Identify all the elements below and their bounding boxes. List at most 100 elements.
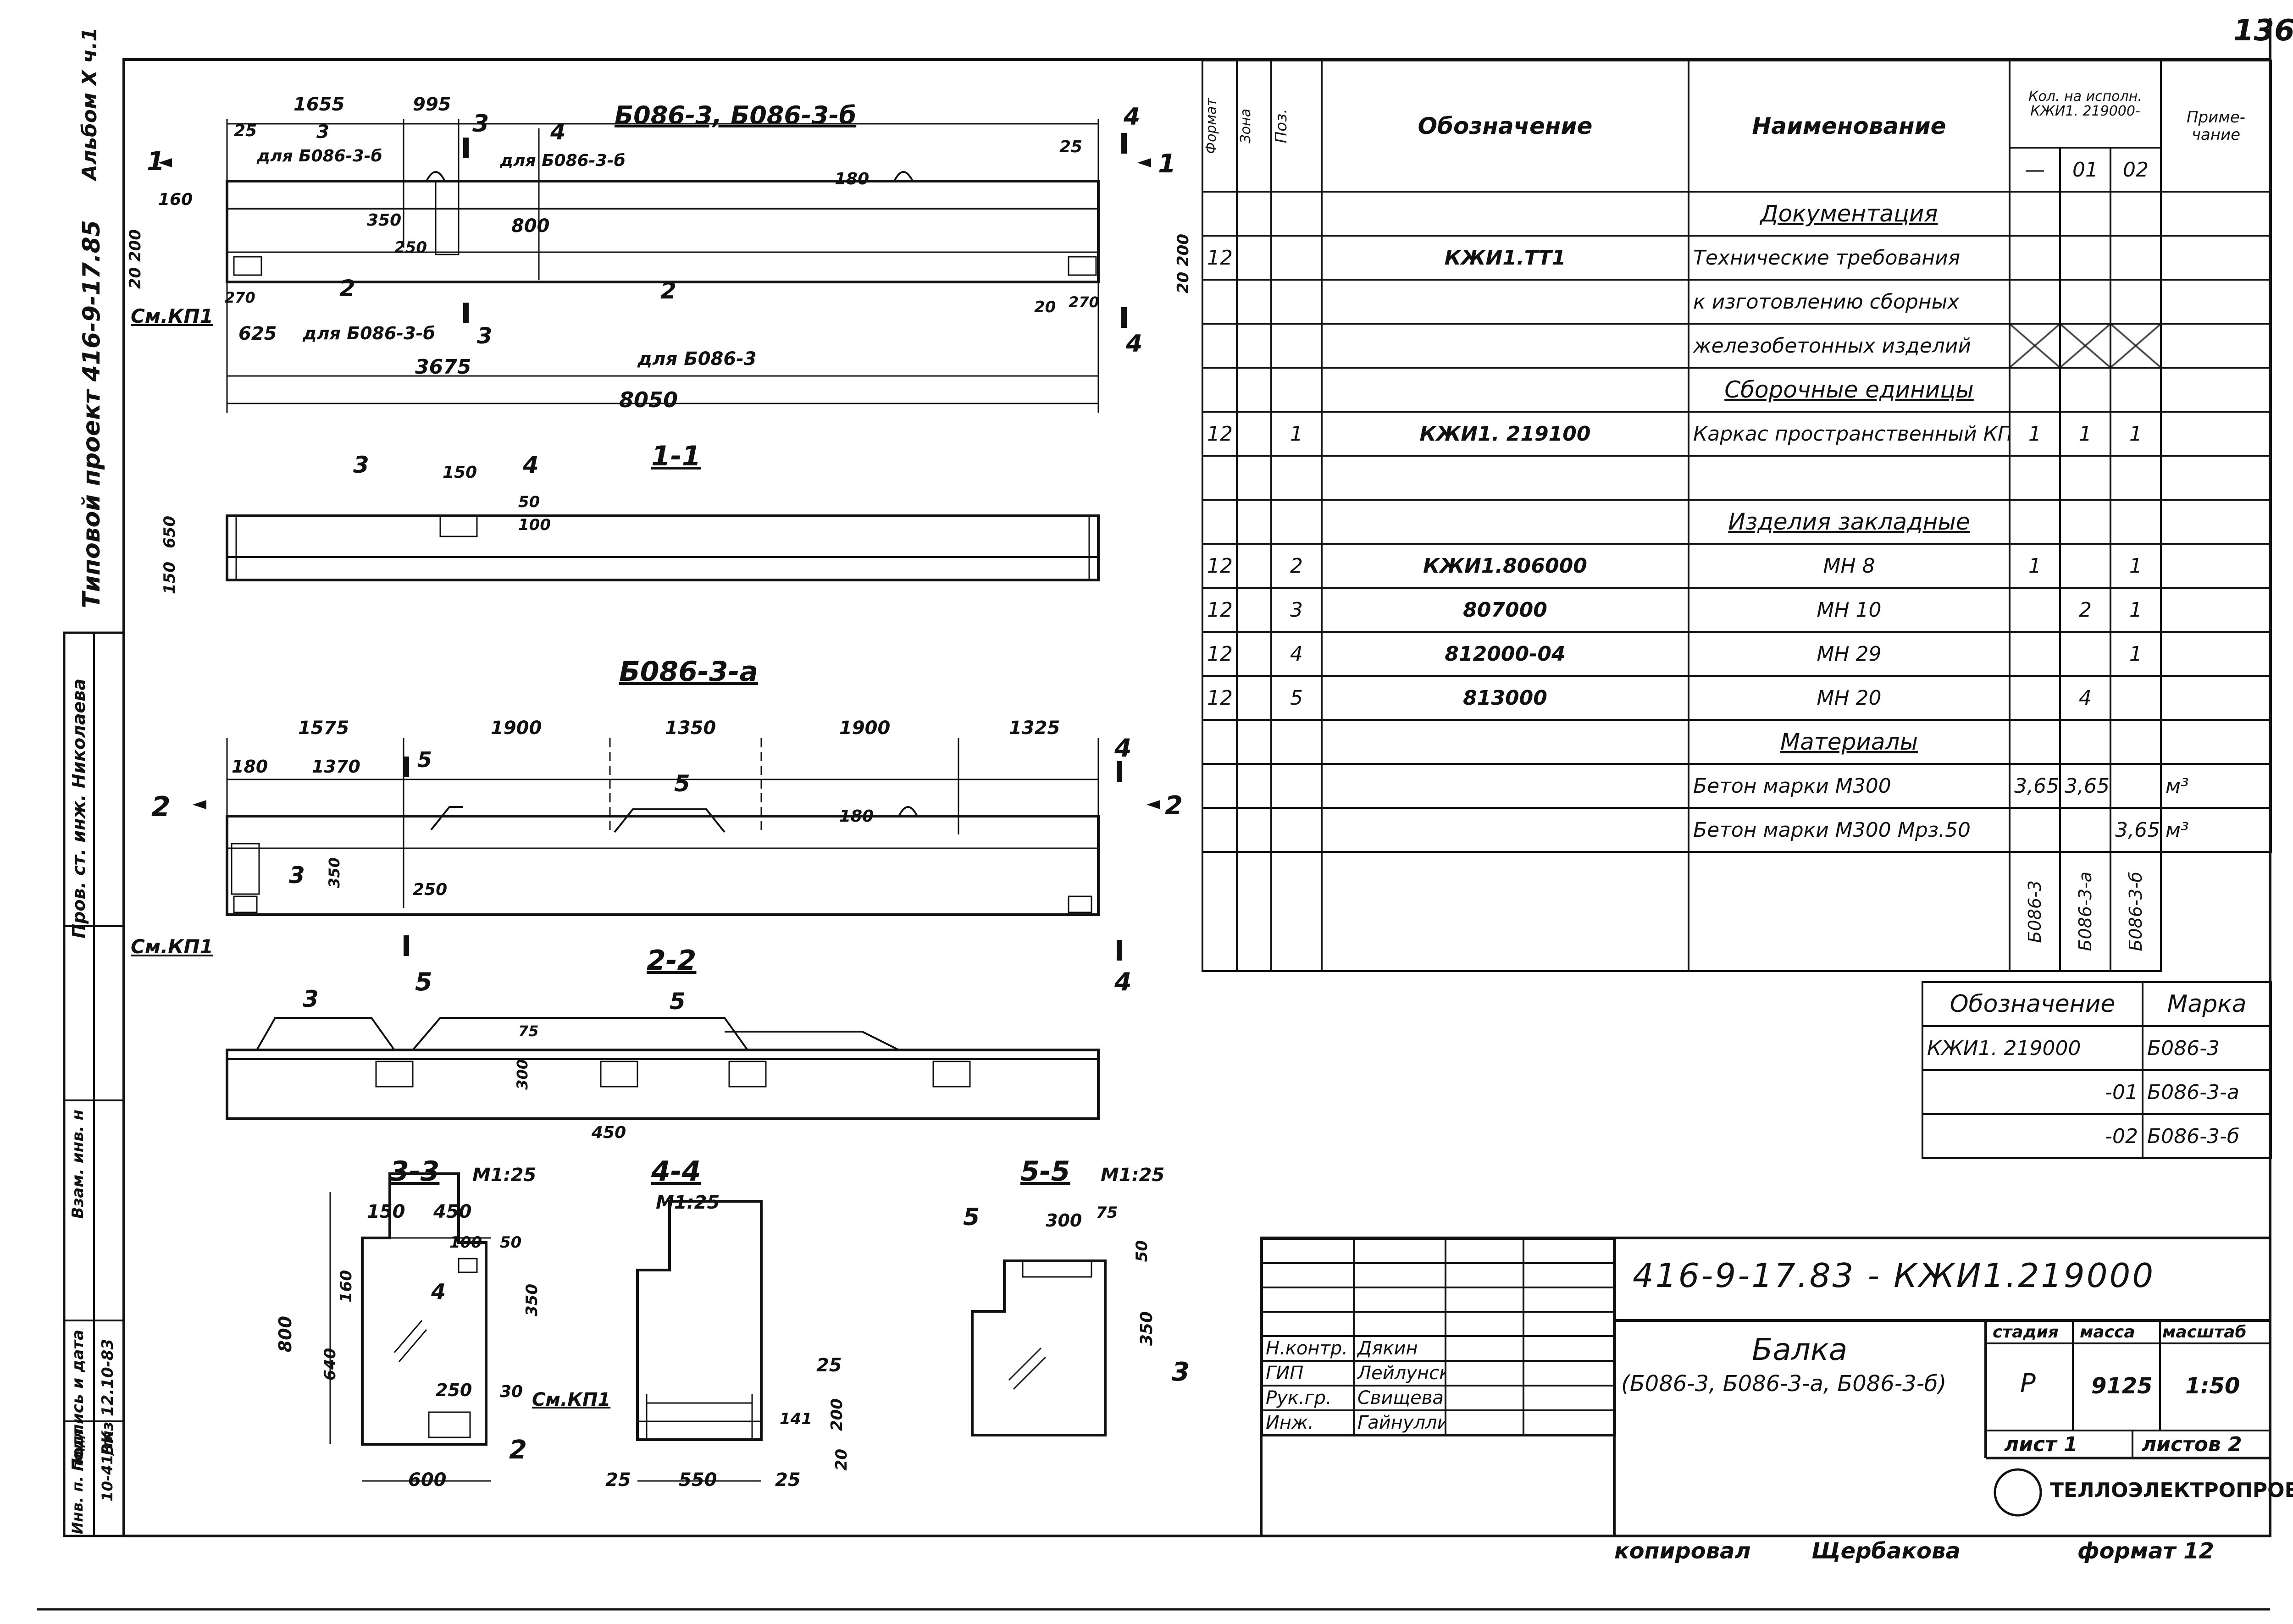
section-5-5-scale: М1:25 <box>1101 1165 1165 1186</box>
spec-qty-02 <box>2109 763 2162 809</box>
spec-format: 12 <box>1202 235 1238 281</box>
spec-qty-02 <box>2109 499 2162 545</box>
pos-2-a: 2 <box>339 275 355 302</box>
stamp-inv-podl-value: 10-41/тп <box>99 1431 116 1502</box>
spec-note <box>2160 235 2272 281</box>
spec-qty-01 <box>2059 807 2111 853</box>
s55-dim-50: 50 <box>1133 1240 1151 1262</box>
spec-format <box>1202 719 1238 765</box>
marks-cell: Б086-3 <box>2142 1025 2272 1071</box>
signature-role: Н.контр. <box>1261 1335 1355 1362</box>
spec-note <box>2160 719 2272 765</box>
s33-dim-350: 350 <box>523 1284 541 1316</box>
b086a-dim-180-left: 180 <box>232 757 268 777</box>
s11-dim-650: 650 <box>161 516 179 548</box>
dim-995: 995 <box>413 94 451 115</box>
cut-mark-3-bottom: 3 <box>477 323 493 349</box>
spec-qty-base: 3,65 <box>2009 763 2061 809</box>
main-beam-elevation <box>226 119 1100 413</box>
hdr-qty-02: 02 <box>2109 147 2162 193</box>
cut-mark-1-left: 1 <box>147 147 165 177</box>
marks-row: -01 Б086-3-а <box>1922 1069 2272 1115</box>
spec-pos <box>1270 719 1323 765</box>
s11-pos-4: 4 <box>523 452 539 478</box>
s11-dim-150-left: 150 <box>161 562 179 594</box>
s44-see-kp1: См.КП1 <box>532 1389 611 1410</box>
hdr-designation: Обозначение <box>1321 60 1689 193</box>
spec-qty-01 <box>2059 367 2111 413</box>
spec-qty-02 <box>2109 719 2162 765</box>
spec-format <box>1202 279 1238 325</box>
section-2-2-view <box>226 1017 1100 1120</box>
spec-pos <box>1270 455 1323 501</box>
sheet-label: лист 1 <box>2004 1433 2078 1456</box>
spec-name: Материалы <box>1688 719 2011 765</box>
item-name-line1: Балка <box>1752 1332 1848 1367</box>
spec-note: м³ <box>2160 807 2272 853</box>
marks-cell: -02 <box>1922 1113 2143 1159</box>
s44-dim-25-top: 25 <box>816 1355 842 1376</box>
spec-designation <box>1321 323 1689 369</box>
spec-qty-02: 1 <box>2109 631 2162 677</box>
spec-zone <box>1236 807 1272 853</box>
s44-dim-141: 141 <box>780 1410 812 1428</box>
s55-dim-350: 350 <box>1137 1311 1156 1346</box>
dim-20-200-right: 20 200 <box>1174 234 1192 294</box>
spec-note <box>2160 543 2272 589</box>
spec-zone <box>1236 719 1272 765</box>
s33-dim-450: 450 <box>433 1201 472 1222</box>
marks-hdr-mark: Марка <box>2142 981 2272 1027</box>
stamp-vzam: Взам. инв. н <box>69 1110 87 1219</box>
spec-zone <box>1236 411 1272 457</box>
spec-name: Каркас пространственный КП1 <box>1688 411 2011 457</box>
s22-dim-300: 300 <box>514 1059 531 1090</box>
spec-name: Сборочные единицы <box>1688 367 2011 413</box>
stamp-inv-podl: Инв. п. подл <box>69 1428 86 1535</box>
hdr-qty: Кол. на исполн. КЖИ1. 219000- <box>2008 60 2162 149</box>
spec-qty-base <box>2009 455 2061 501</box>
signature-date <box>1523 1335 1616 1362</box>
spec-qty-02: 1 <box>2109 411 2162 457</box>
spec-format <box>1202 455 1238 501</box>
see-kp1-main: См.КП1 <box>131 305 213 327</box>
variant-b086-3-a: Б086-3-а <box>2075 872 2095 951</box>
hdr-note: Приме- чание <box>2160 60 2272 193</box>
scale-value: 1:50 <box>2185 1373 2240 1399</box>
spec-qty-01: 2 <box>2059 587 2111 633</box>
b086a-cut-4-bottom: 4 <box>1114 967 1132 996</box>
s33-pos-2: 2 <box>509 1435 527 1465</box>
b086a-cut-5-top: 5 <box>417 747 432 772</box>
title-block-signatures: Н.контр.ДякинГИПЛейлунскийРук.гр.Свищева… <box>1261 1238 1616 1436</box>
note-for-b086b-3: для Б086-3-б <box>303 323 435 343</box>
org-name: ТЕЛЛОЭЛЕКТРОПРОЕКТ <box>2050 1479 2293 1502</box>
variant-b086-3: Б086-3 <box>2025 880 2045 943</box>
dim-20: 20 <box>1034 298 1056 316</box>
b086a-dim-1350: 1350 <box>665 718 716 739</box>
stamp-prov: Пров. ст. инж. Николаева <box>69 679 89 939</box>
item-name-line2: (Б086-3, Б086-3-а, Б086-3-б) <box>1621 1371 1947 1397</box>
s44-dim-200: 200 <box>828 1398 846 1431</box>
s33-pos-4: 4 <box>431 1279 446 1304</box>
s33-dim-250: 250 <box>436 1380 472 1400</box>
signature-date <box>1523 1360 1616 1386</box>
s11-dim-150: 150 <box>443 463 477 482</box>
spec-row: железобетонных изделий <box>1202 323 2272 369</box>
spec-name: Документация <box>1688 191 2011 237</box>
note-for-b086b-2: для Б086-3-б <box>500 151 626 170</box>
marks-cell: Б086-3-а <box>2142 1069 2272 1115</box>
s33-dim-600: 600 <box>408 1469 447 1491</box>
spec-note: м³ <box>2160 763 2272 809</box>
hdr-qty-01: 01 <box>2059 147 2111 193</box>
spec-qty-02: 3,65 <box>2109 807 2162 853</box>
spec-note <box>2160 499 2272 545</box>
s33-dim-640: 640 <box>321 1348 339 1381</box>
spec-pos <box>1270 191 1323 237</box>
marks-cell: -01 <box>1922 1069 2143 1115</box>
cut-mark-1-right: 1 <box>1158 149 1176 179</box>
s22-dim-75: 75 <box>518 1022 539 1040</box>
spec-qty-base: 1 <box>2009 543 2061 589</box>
spec-format: 12 <box>1202 543 1238 589</box>
